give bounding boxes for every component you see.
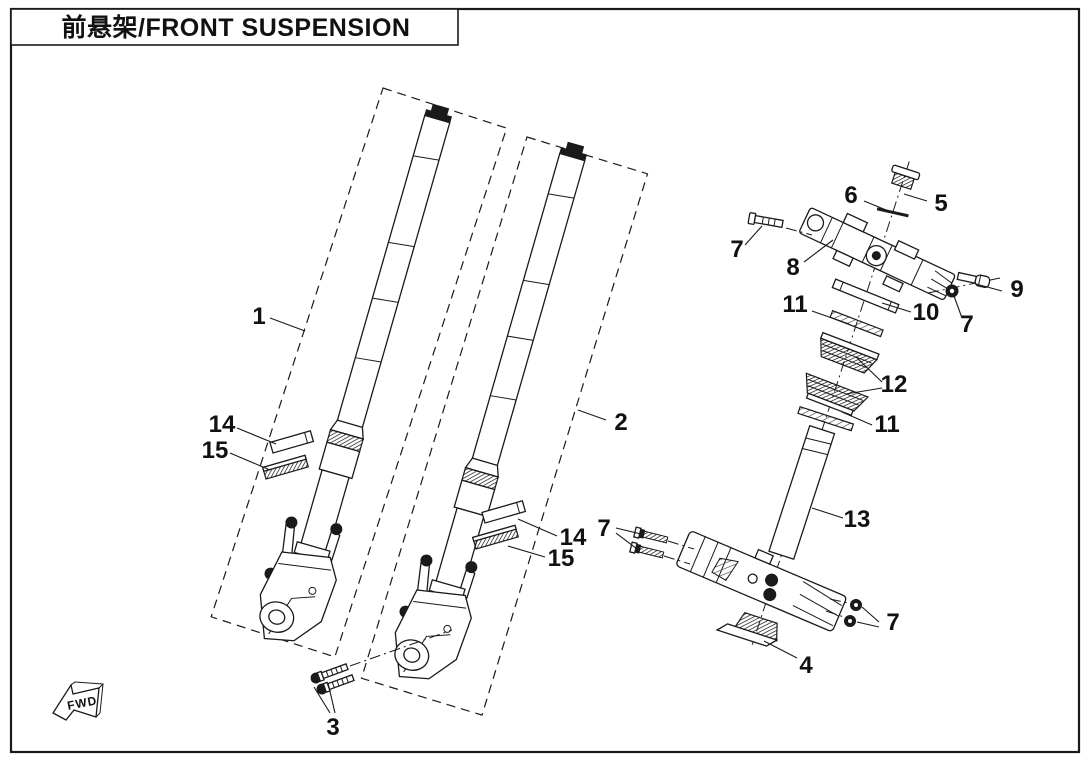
dust-seal-upper [829,309,884,338]
svg-text:7: 7 [730,236,743,263]
axle-pinch-bolts [310,629,453,695]
callout-7-top-left: 7 [730,225,763,263]
callout-5: 5 [903,190,948,217]
steering-stem-assembly [676,161,956,647]
svg-text:14: 14 [209,411,236,438]
callout-12: 12 [845,356,908,398]
svg-text:9: 9 [1010,276,1023,303]
spacer-sleeve [831,278,900,314]
svg-text:3: 3 [326,714,339,741]
dashed-box-fork-right [360,136,649,716]
callout-9: 9 [975,276,1024,303]
svg-text:8: 8 [786,254,799,281]
svg-text:15: 15 [202,437,229,464]
steering-stem-tube [768,424,836,561]
fork-leg-left [246,94,471,654]
flange-nut-right [945,284,959,298]
callout-2: 2 [577,409,628,436]
title-block: 前悬架/FRONT SUSPENSION [10,8,459,46]
guide-ring-left [269,430,315,454]
callout-14-left: 14 [209,411,277,445]
callout-6: 6 [844,182,892,213]
clamp-bolt-right [927,271,1001,294]
drawing-border [9,7,1081,754]
callouts: 1 2 3 4 5 6 7 7 [202,182,1024,741]
svg-text:6: 6 [844,182,857,209]
svg-text:5: 5 [934,190,947,217]
callout-11-lower: 11 [841,411,900,438]
svg-text:7: 7 [597,515,610,542]
callout-7-right: 7 [953,295,974,338]
svg-text:7: 7 [886,609,899,636]
svg-text:12: 12 [881,371,908,398]
svg-text:14: 14 [560,524,587,551]
callout-15-right: 15 [507,545,575,572]
callout-1: 1 [252,303,306,332]
svg-text:10: 10 [913,299,940,326]
callout-11-upper: 11 [782,291,850,325]
callout-4: 4 [763,640,813,679]
upper-triple-clamp [799,207,956,300]
fwd-label: FWD [66,693,98,713]
svg-text:11: 11 [874,411,899,438]
bearing-lower [805,372,870,417]
svg-text:2: 2 [614,409,627,436]
lower-clamp-bolts-left [629,526,695,565]
fwd-arrow: FWD [52,681,104,721]
callout-8: 8 [786,239,834,281]
lower-triple-clamp [676,531,847,632]
callout-15-left: 15 [202,437,271,471]
dust-seal-lower [797,405,855,432]
guide-ring-right [481,500,527,524]
steering-stop-rubber [715,612,779,647]
seal-ring-left [261,454,310,480]
clamp-bolt-top-left [747,212,813,236]
callout-10: 10 [881,299,940,326]
callout-13: 13 [811,506,871,533]
callout-3: 3 [313,682,340,741]
svg-text:7: 7 [960,311,973,338]
page-title: 前悬架/FRONT SUSPENSION [62,13,411,42]
lower-clamp-nuts-right [825,598,863,627]
svg-text:11: 11 [782,291,807,318]
callout-7-lower-left: 7 [597,515,642,550]
callout-14-right: 14 [517,518,587,551]
stem-cap-nut [890,164,921,191]
svg-text:15: 15 [548,545,575,572]
stem-washer [876,207,909,218]
bearing-upper [819,331,880,374]
svg-text:13: 13 [844,506,871,533]
svg-text:4: 4 [799,652,813,679]
seal-ring-right [471,524,520,550]
svg-text:1: 1 [252,303,265,330]
callout-7-bottom-right: 7 [856,606,900,636]
